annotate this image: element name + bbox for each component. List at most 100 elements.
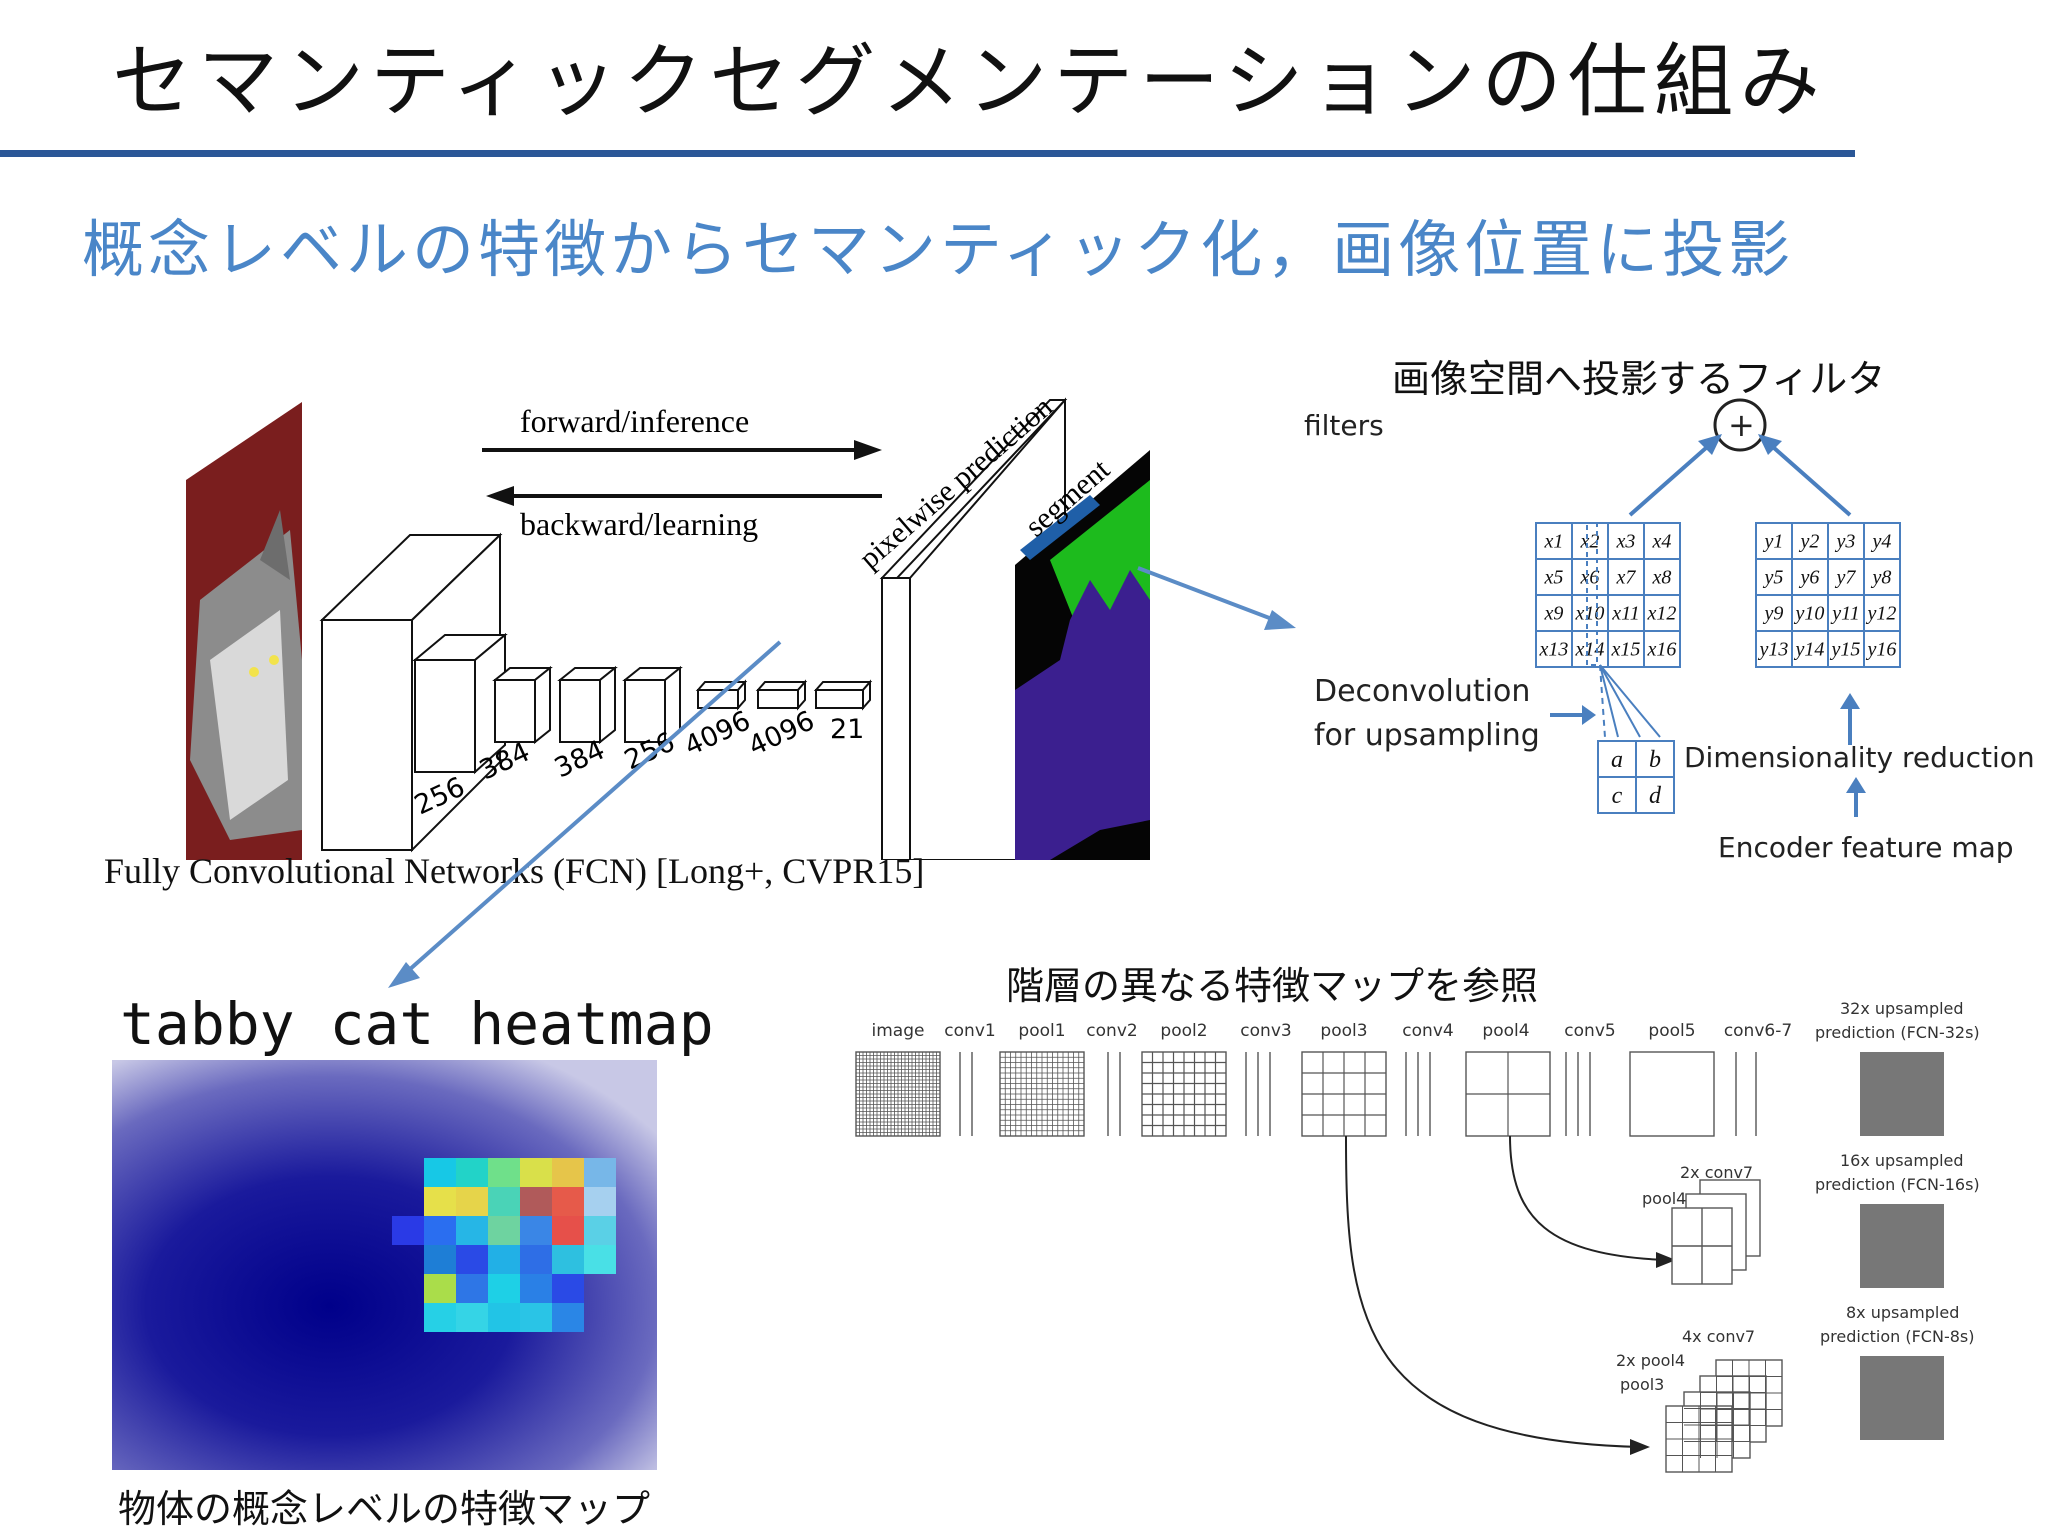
heatmap-title: tabby cat heatmap	[120, 990, 714, 1058]
cell-label: d	[1649, 783, 1662, 809]
heat-cell	[392, 1216, 424, 1245]
layer-label: pool2	[1160, 1021, 1207, 1041]
grid-cell	[1791, 630, 1829, 668]
conv7-4x-label: 4x conv7	[1682, 1327, 1755, 1346]
grid-cell	[1755, 594, 1793, 632]
cell-label: y2	[1799, 531, 1820, 553]
cell-label: x10	[1575, 603, 1605, 625]
layer-dim-labels: 256 384 384 256 4096 4096 21	[410, 705, 865, 821]
layer-label: conv5	[1564, 1021, 1615, 1041]
heat-cell	[552, 1274, 584, 1303]
grid-cell	[1643, 630, 1681, 668]
conv7-2x-label: 2x conv7	[1680, 1163, 1753, 1182]
cell-label: y9	[1763, 603, 1784, 625]
heat-cell	[456, 1158, 488, 1187]
cell-label: x14	[1575, 639, 1605, 661]
heat-cell	[520, 1187, 552, 1216]
heat-cell	[552, 1158, 584, 1187]
cell-label: y6	[1799, 567, 1820, 589]
heat-cell	[456, 1216, 488, 1245]
grid-cell	[1863, 522, 1901, 560]
heat-cell	[456, 1187, 488, 1216]
heat-cell	[520, 1158, 552, 1187]
heat-cell	[424, 1245, 456, 1274]
fcn-architecture-diagram: forward/inference backward/learning pixe…	[186, 390, 1150, 860]
grid-cell	[1535, 630, 1573, 668]
grid-cell	[1755, 558, 1793, 596]
layer-label: conv3	[1240, 1021, 1291, 1041]
cell-label: y1	[1763, 531, 1784, 553]
pred32-label: prediction (FCN-32s)	[1815, 1023, 1980, 1042]
heat-cell	[520, 1245, 552, 1274]
heatmap-image	[112, 1060, 657, 1470]
heat-cell	[552, 1303, 584, 1332]
cell-label: x9	[1544, 603, 1564, 625]
cell-label: x15	[1611, 639, 1641, 661]
cell-label: x12	[1647, 603, 1677, 625]
heat-cell	[424, 1187, 456, 1216]
pred8-label: 8x upsampled	[1846, 1303, 1959, 1322]
layer-label: conv4	[1402, 1021, 1453, 1041]
dim-reduction-label: Dimensionality reduction	[1684, 741, 2035, 774]
cell-label: y4	[1871, 531, 1892, 553]
grid-cell	[1571, 594, 1609, 632]
cell-label: x6	[1580, 567, 1600, 589]
heat-cell	[520, 1216, 552, 1245]
stacked-map-grids	[1666, 1360, 1782, 1472]
heat-cell	[424, 1274, 456, 1303]
backward-arrow-icon	[486, 486, 514, 506]
cell-label: x4	[1652, 531, 1672, 553]
pool3-label: pool3	[1620, 1375, 1664, 1394]
layer-label: pool4	[1482, 1021, 1529, 1041]
grid-cell	[1863, 594, 1901, 632]
pool4-label: pool4	[1642, 1189, 1686, 1208]
heat-cell	[456, 1245, 488, 1274]
heat-cell	[488, 1187, 520, 1216]
heat-cell	[520, 1274, 552, 1303]
segmentation-output	[1015, 450, 1150, 860]
grid-cell	[1635, 776, 1675, 814]
grid-cell	[1827, 522, 1865, 560]
layer-label: conv1	[944, 1021, 995, 1041]
grid-cell	[1755, 522, 1793, 560]
cell-label: x16	[1647, 639, 1677, 661]
dim-label: 21	[830, 714, 864, 745]
arrow-head-icon	[388, 962, 420, 988]
skip-architecture-diagram: image conv1 pool1 conv2 pool2 conv3 pool3 conv4…	[855, 1000, 1980, 1473]
layer-label: conv2	[1086, 1021, 1137, 1041]
grid-cell	[1643, 558, 1681, 596]
plus-icon	[1713, 398, 1767, 452]
encoder-label: Encoder feature map	[1718, 831, 2014, 864]
cell-label: y3	[1835, 531, 1856, 553]
cell-label: y16	[1866, 639, 1897, 661]
heat-cell	[488, 1158, 520, 1187]
heat-cell	[488, 1245, 520, 1274]
heat-cell	[584, 1158, 616, 1187]
layer-label: pool1	[1018, 1021, 1065, 1041]
pred8-label: prediction (FCN-8s)	[1820, 1327, 1974, 1346]
heat-cell	[488, 1274, 520, 1303]
grid-cell	[1827, 630, 1865, 668]
grid-cell	[1791, 558, 1829, 596]
filters-label: filters	[1304, 409, 1384, 442]
cell-label: x3	[1616, 531, 1636, 553]
cell-label: y11	[1830, 603, 1859, 625]
cell-label: y5	[1763, 567, 1784, 589]
cell-label: x11	[1611, 603, 1639, 625]
heat-cell	[520, 1303, 552, 1332]
layer-label: image	[872, 1021, 925, 1041]
cell-label: c	[1612, 783, 1623, 809]
heat-cell	[424, 1303, 456, 1332]
heat-cell	[456, 1303, 488, 1332]
cell-label: y10	[1794, 603, 1825, 625]
deconv-title: 画像空間へ投影するフィルタ	[1392, 357, 1886, 401]
cell-label: y8	[1871, 567, 1892, 589]
cell-label: y13	[1758, 639, 1789, 661]
pool4-2x-label: 2x pool4	[1616, 1351, 1685, 1370]
grid-cell	[1755, 630, 1793, 668]
heat-cell	[584, 1187, 616, 1216]
